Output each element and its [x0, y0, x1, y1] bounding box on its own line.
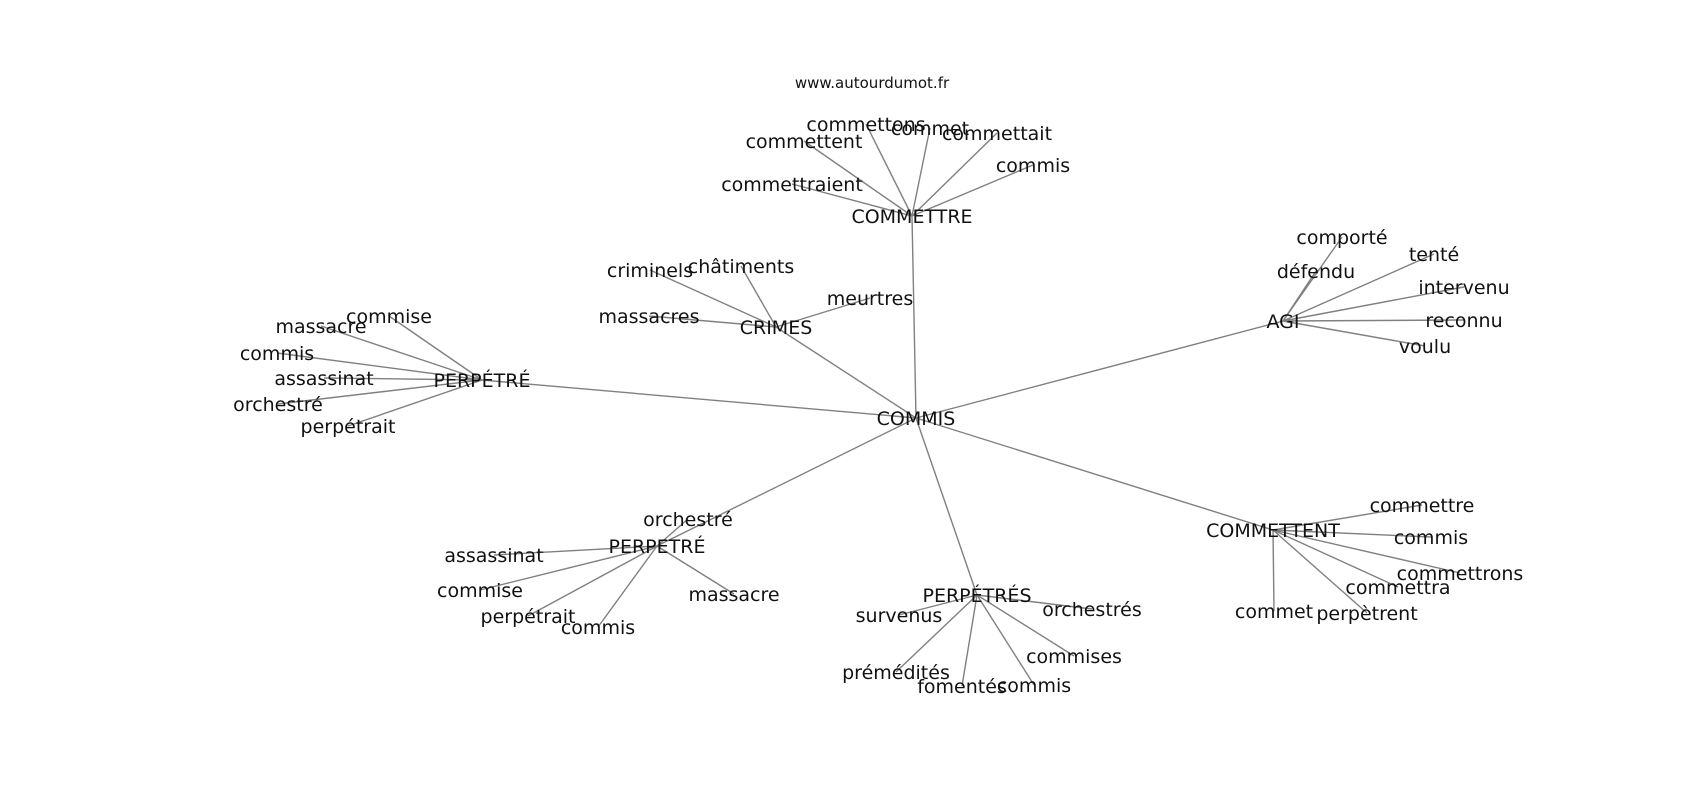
leaf-node-label[interactable]: commise	[346, 306, 432, 328]
leaf-node-label[interactable]: meurtres	[827, 288, 913, 310]
edge-hub-to-leaf	[976, 594, 1093, 610]
edge-hub-to-leaf	[911, 164, 1034, 217]
edge-hub-to-leaf	[479, 545, 658, 591]
edge-hub-to-leaf	[1272, 504, 1423, 531]
center-node-label[interactable]: COMMIS	[877, 408, 956, 430]
edge-hub-to-leaf	[1272, 529, 1461, 574]
edge-hub-to-leaf	[961, 594, 978, 687]
edge-center-to-hub	[656, 417, 917, 547]
leaf-node-label[interactable]: commettraient	[721, 174, 863, 196]
edge-center-to-hub	[915, 320, 1284, 419]
edge-hub-to-leaf	[740, 265, 777, 328]
edge-hub-to-leaf	[895, 594, 978, 673]
leaf-node-label[interactable]: commettons	[806, 114, 925, 136]
edge-center-to-hub	[481, 379, 917, 419]
edge-hub-to-leaf	[911, 127, 931, 217]
edge-center-to-hub	[911, 215, 917, 419]
leaf-node-label[interactable]: commis	[561, 617, 635, 639]
leaf-node-label[interactable]: tenté	[1409, 244, 1459, 266]
edge-hub-to-leaf	[1272, 529, 1432, 538]
edge-hub-to-leaf	[1282, 320, 1426, 347]
hub-node-label[interactable]: CRIMES	[740, 317, 813, 339]
edge-hub-to-leaf	[320, 325, 483, 381]
edge-hub-to-leaf	[656, 545, 735, 595]
leaf-node-label[interactable]: commettent	[746, 131, 863, 153]
leaf-node-label[interactable]: prémédités	[842, 662, 950, 684]
edge-hub-to-leaf	[597, 545, 658, 628]
leaf-node-label[interactable]: massacre	[688, 584, 779, 606]
edge-hub-to-leaf	[775, 297, 871, 328]
leaf-node-label[interactable]: perpétrait	[301, 416, 396, 438]
hub-node-label[interactable]: PERPETRÉ	[609, 535, 706, 558]
leaf-node-label[interactable]: perpètrent	[1316, 603, 1417, 625]
leaf-node-label[interactable]: reconnu	[1425, 310, 1502, 332]
edge-hub-to-leaf	[911, 132, 998, 217]
edge-hub-to-leaf	[898, 594, 978, 616]
leaf-node-label[interactable]: commis	[996, 155, 1070, 177]
edge-hub-to-leaf	[865, 123, 913, 217]
leaf-node-label[interactable]: intervenu	[1418, 277, 1509, 299]
edge-hub-to-leaf	[803, 140, 913, 217]
edge-hub-to-leaf	[388, 315, 483, 381]
edge-hub-to-leaf	[1272, 529, 1275, 612]
leaf-node-label[interactable]: survenus	[856, 605, 943, 627]
leaf-node-label[interactable]: commettrons	[1397, 563, 1524, 585]
edge-hub-to-leaf	[1282, 253, 1435, 322]
labels-layer: COMMISCOMMETTREcommettonscommetcommetten…	[233, 114, 1523, 698]
edge-center-to-hub	[915, 417, 1274, 531]
edge-hub-to-leaf	[347, 379, 483, 427]
hub-node-label[interactable]: COMMETTRE	[851, 206, 972, 228]
watermark-text: www.autourdumot.fr	[795, 74, 950, 92]
leaf-node-label[interactable]: orchestré	[643, 509, 733, 531]
edge-hub-to-leaf	[649, 269, 777, 328]
leaf-node-label[interactable]: commet	[1235, 601, 1313, 623]
leaf-node-label[interactable]: commise	[437, 580, 523, 602]
leaf-node-label[interactable]: comporté	[1296, 227, 1387, 249]
edge-hub-to-leaf	[1272, 529, 1368, 614]
leaf-node-label[interactable]: commettre	[1370, 495, 1475, 517]
hub-node-label[interactable]: COMMETTENT	[1206, 520, 1340, 542]
leaf-node-label[interactable]: commet	[891, 118, 969, 140]
leaf-node-label[interactable]: commises	[1026, 646, 1122, 668]
edge-hub-to-leaf	[1272, 529, 1399, 588]
leaf-node-label[interactable]: orchestrés	[1042, 599, 1142, 621]
leaf-node-label[interactable]: criminels	[607, 260, 693, 282]
leaf-node-label[interactable]: commettra	[1345, 577, 1450, 599]
leaf-node-label[interactable]: assassinat	[444, 545, 543, 567]
leaf-node-label[interactable]: fomentés	[917, 676, 1007, 698]
leaf-node-label[interactable]: châtiments	[688, 256, 794, 278]
edge-hub-to-leaf	[493, 545, 658, 556]
edge-hub-to-leaf	[1282, 270, 1317, 322]
edge-hub-to-leaf	[277, 379, 483, 405]
edge-hub-to-leaf	[791, 183, 913, 217]
edge-center-to-hub	[775, 326, 917, 419]
leaf-node-label[interactable]: massacres	[598, 306, 699, 328]
edge-hub-to-leaf	[976, 594, 1035, 686]
edge-center-to-hub	[915, 417, 978, 596]
leaf-node-label[interactable]: assassinat	[274, 368, 373, 390]
hub-node-label[interactable]: AGI	[1267, 311, 1300, 333]
leaf-node-label[interactable]: orchestré	[233, 394, 323, 416]
edge-hub-to-leaf	[976, 594, 1075, 657]
edge-hub-to-leaf	[276, 352, 483, 381]
hub-node-label[interactable]: PERPÉTRÉS	[923, 584, 1032, 607]
edge-hub-to-leaf	[656, 518, 689, 547]
edge-hub-to-leaf	[323, 377, 483, 381]
hub-node-label[interactable]: PERPÉTRÉ	[434, 369, 531, 392]
edge-hub-to-leaf	[527, 545, 658, 617]
edges-layer	[276, 123, 1465, 687]
leaf-node-label[interactable]: défendu	[1277, 261, 1355, 283]
leaf-node-label[interactable]: commis	[997, 675, 1071, 697]
leaf-node-label[interactable]: commis	[1394, 527, 1468, 549]
leaf-node-label[interactable]: voulu	[1399, 336, 1451, 358]
edge-hub-to-leaf	[1282, 286, 1465, 322]
edge-hub-to-leaf	[1282, 319, 1465, 322]
leaf-node-label[interactable]: commettait	[942, 123, 1052, 145]
leaf-node-label[interactable]: perpétrait	[481, 606, 576, 628]
edge-hub-to-leaf	[648, 315, 777, 328]
leaf-node-label[interactable]: commis	[240, 343, 314, 365]
leaf-node-label[interactable]: massacre	[275, 316, 366, 338]
